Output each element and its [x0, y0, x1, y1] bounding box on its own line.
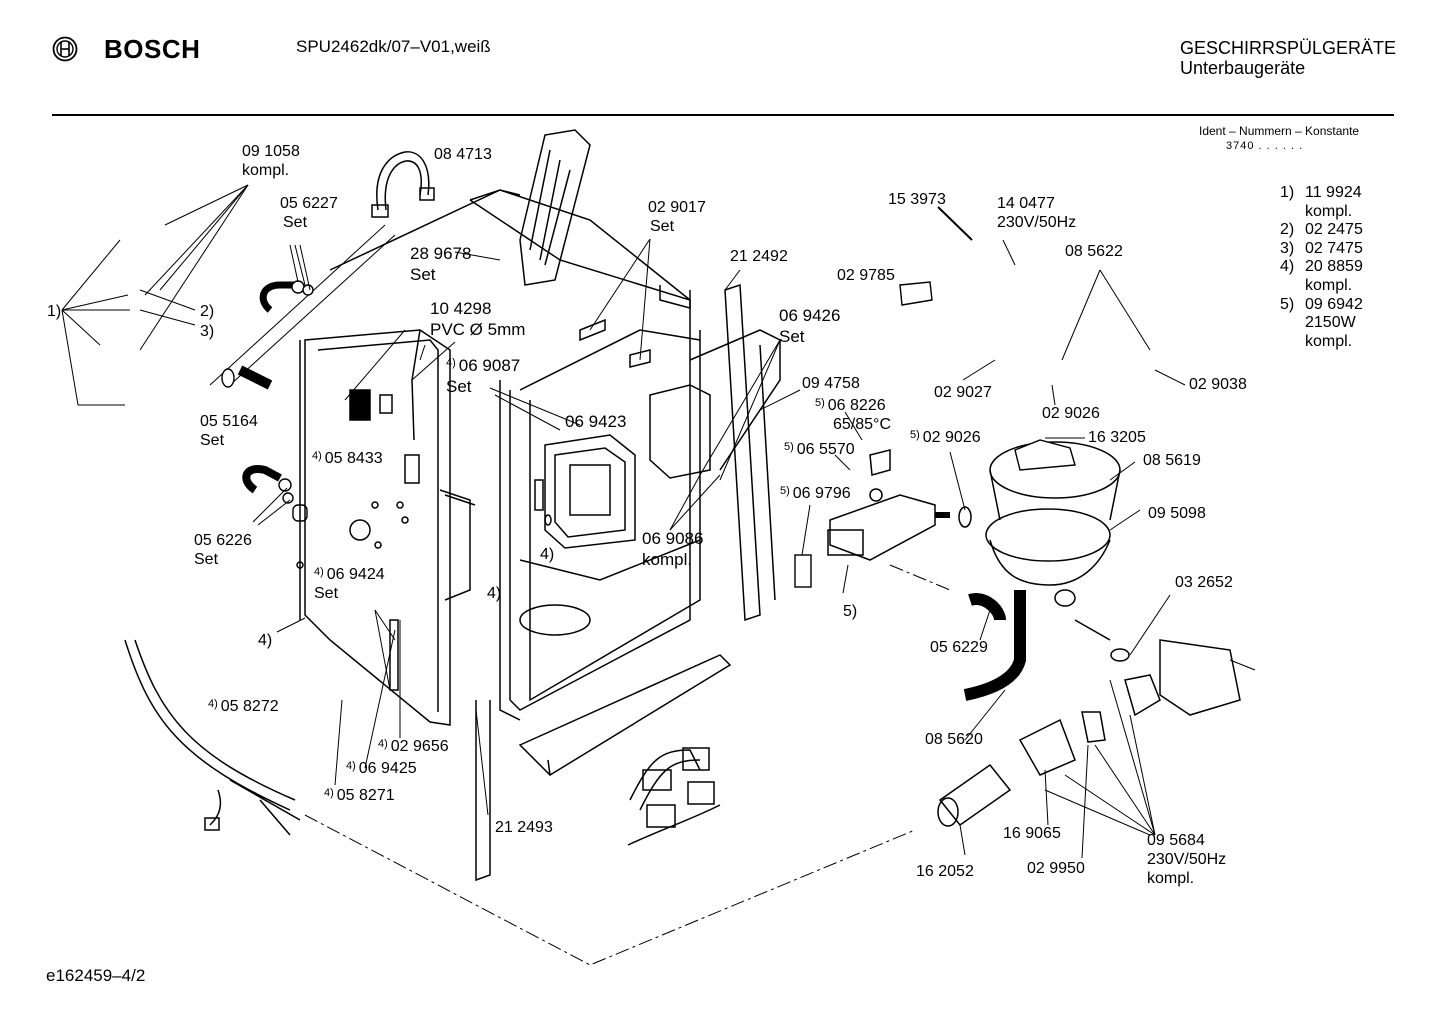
label-085620: 08 5620	[925, 731, 983, 748]
label-069425: 4)06 9425	[346, 760, 417, 777]
drawing-code: e162459–4/2	[46, 966, 146, 985]
label-ref4-panel: 4)	[258, 632, 273, 649]
legend-row-2: 2)02 2475	[1280, 221, 1363, 239]
legend-row-1-sub: kompl.	[1305, 202, 1353, 220]
label-029027: 02 9027	[934, 384, 992, 401]
ref-2: 2)	[200, 303, 215, 320]
label-169065: 16 9065	[1003, 825, 1061, 842]
label-029950: 02 9950	[1027, 860, 1085, 877]
legend-row-5: 5)09 6942	[1280, 295, 1363, 313]
label-029038: 02 9038	[1189, 376, 1247, 393]
label-095098: 09 5098	[1148, 505, 1206, 522]
legend-row-5-sub2: kompl.	[1305, 332, 1353, 350]
label-029656: 4)02 9656	[378, 738, 449, 755]
label-ref4-a: 4)	[540, 546, 555, 563]
ref-1: 1)	[47, 303, 62, 320]
label-163205: 16 3205	[1088, 429, 1146, 446]
ident-constant: 3740 . . . . . .	[1226, 140, 1304, 152]
label-069796: 5)06 9796	[780, 485, 851, 502]
header-rule	[52, 114, 1394, 116]
label-ref5-heater: 5)	[843, 603, 858, 620]
brand-name: BOSCH	[104, 34, 201, 64]
legend-row-5-sub: 2150W	[1305, 314, 1356, 332]
label-212493: 21 2493	[495, 819, 553, 836]
label-058271: 4)05 8271	[324, 787, 395, 804]
label-065570: 5)06 5570	[784, 441, 855, 458]
label-029026-b: 5)02 9026	[910, 429, 981, 446]
label-056229: 05 6229	[930, 639, 988, 656]
label-085622: 08 5622	[1065, 243, 1123, 260]
label-162052: 16 2052	[916, 863, 974, 880]
legend-row-3: 3)02 7475	[1280, 239, 1363, 257]
label-ref4-b: 4)	[487, 585, 502, 602]
legend: 1)11 9924 kompl. 2)02 2475 3)02 7475 4)2…	[1280, 184, 1363, 351]
model-number: SPU2462dk/07–V01,weiß	[296, 37, 491, 56]
label-029026-a: 02 9026	[1042, 405, 1100, 422]
category-title: GESCHIRRSPÜLGERÄTE	[1180, 38, 1397, 58]
label-058433: 4)05 8433	[312, 450, 383, 467]
legend-row-4: 4)20 8859	[1280, 258, 1363, 276]
label-058272: 4)05 8272	[208, 698, 279, 715]
legend-row-1: 1)11 9924	[1280, 184, 1362, 201]
label-094758: 09 4758	[802, 375, 860, 392]
bosch-logo-icon	[52, 36, 78, 67]
legend-row-4-sub: kompl.	[1305, 276, 1353, 294]
ident-title: Ident – Nummern – Konstante	[1199, 124, 1360, 138]
label-085619: 08 5619	[1143, 452, 1201, 469]
label-069423: 06 9423	[565, 412, 627, 431]
label-032652: 03 2652	[1175, 574, 1233, 591]
ref-3: 3)	[200, 323, 215, 340]
label-153973: 15 3973	[888, 191, 946, 208]
category-subtitle: Unterbaugeräte	[1180, 58, 1306, 78]
label-212492: 21 2492	[730, 248, 788, 265]
label-084713: 08 4713	[434, 146, 492, 163]
label-029785: 02 9785	[837, 267, 895, 284]
